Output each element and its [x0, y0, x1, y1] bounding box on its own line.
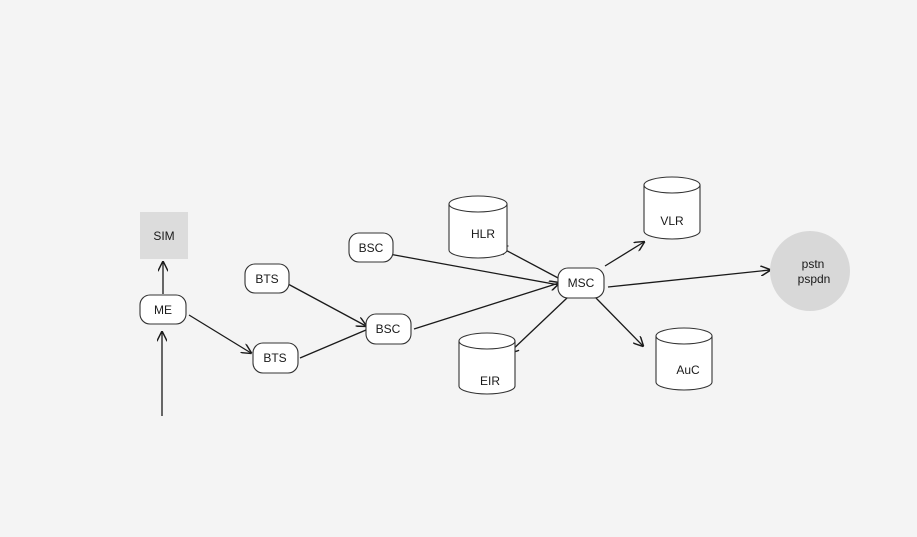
- pstn-circle: [770, 231, 850, 311]
- bsc-lower-label: BSC: [376, 322, 401, 336]
- hlr-cylinder-top: [448, 195, 508, 213]
- hlr-label: HLR: [471, 227, 495, 241]
- edge-msc-to-vlr: [604, 242, 644, 267]
- msc-label: MSC: [568, 276, 595, 290]
- bts-lower-label: BTS: [263, 351, 286, 365]
- auc-database: AuC: [655, 327, 713, 391]
- bts-lower-node: BTS: [252, 342, 299, 374]
- vlr-cylinder-top: [643, 176, 701, 194]
- me-node: ME: [139, 294, 187, 325]
- vlr-cylinder-body: [643, 185, 701, 240]
- eir-cylinder-top: [458, 332, 516, 350]
- pstn-pspdn-node: pstn pspdn: [770, 231, 850, 311]
- bsc-upper-box: [348, 232, 394, 263]
- vlr-database: VLR: [643, 176, 701, 240]
- me-box: [139, 294, 187, 325]
- eir-cylinder-body: [458, 341, 516, 395]
- bsc-lower-node: BSC: [365, 313, 412, 345]
- hlr-database: HLR: [448, 195, 508, 259]
- eir-database: EIR: [458, 332, 516, 395]
- bts-upper-box: [244, 263, 290, 294]
- edge-bsc-upper-to-msc: [388, 253, 560, 286]
- vlr-label: VLR: [660, 214, 684, 228]
- sim-label: SIM: [153, 229, 174, 243]
- eir-label: EIR: [480, 374, 500, 388]
- bts-upper-node: BTS: [244, 263, 290, 294]
- edge-me-to-bts-lower: [188, 314, 251, 353]
- edge-msc-to-pstn: [607, 270, 770, 288]
- auc-label: AuC: [676, 363, 700, 377]
- auc-cylinder-body: [655, 336, 713, 391]
- bsc-lower-box: [365, 313, 412, 345]
- pspdn-label: pspdn: [798, 272, 831, 286]
- edge-bts-lower-to-bsc-lower: [299, 329, 367, 359]
- bsc-upper-label: BSC: [359, 241, 384, 255]
- bsc-upper-node: BSC: [348, 232, 394, 263]
- sim-box: [140, 212, 188, 259]
- auc-cylinder-top: [655, 327, 713, 345]
- edge-msc-to-eir: [509, 297, 568, 353]
- msc-node: MSC: [557, 267, 605, 299]
- me-label: ME: [154, 303, 172, 317]
- edge-msc-to-auc: [595, 297, 643, 346]
- sim-node: SIM: [140, 212, 188, 259]
- edge-bts-upper-to-bsc-lower: [287, 283, 366, 326]
- bts-upper-label: BTS: [255, 272, 278, 286]
- hlr-cylinder-body: [448, 204, 508, 259]
- edge-bsc-lower-to-msc: [413, 283, 559, 330]
- msc-box: [557, 267, 605, 299]
- pstn-label: pstn: [802, 257, 825, 271]
- edge-msc-to-hlr: [498, 246, 561, 280]
- bts-lower-box: [252, 342, 299, 374]
